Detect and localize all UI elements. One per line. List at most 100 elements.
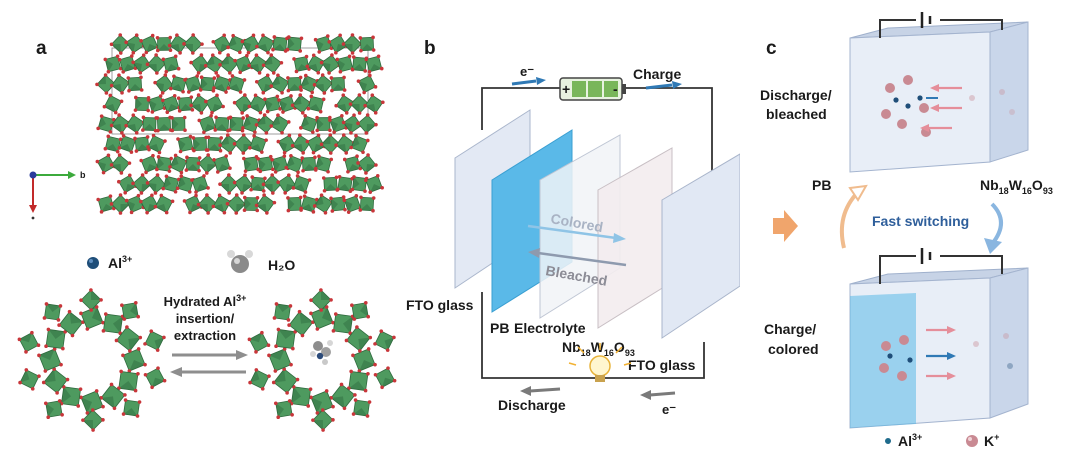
oxygen-atom (153, 191, 158, 195)
octahedron-facet (251, 184, 264, 191)
oxygen-atom (210, 53, 215, 57)
oxygen-atom (119, 369, 123, 374)
oxygen-atom (309, 298, 313, 302)
oxygen-atom (280, 90, 284, 95)
octahedron-facet (249, 64, 260, 73)
oxygen-atom (276, 73, 280, 78)
oxygen-atom (260, 150, 264, 154)
oxygen-atom (241, 133, 246, 137)
oxygen-atom (359, 48, 363, 53)
oxygen-atom (108, 93, 113, 98)
oxygen-atom (169, 156, 173, 161)
oxygen-atom (350, 187, 355, 192)
oxygen-atom (60, 412, 64, 417)
ring-octahedron-facet (358, 337, 371, 351)
octahedron-facet (337, 59, 345, 72)
oxygen-atom (349, 145, 354, 150)
oxygen-atom (156, 366, 160, 370)
oxygen-atom (286, 76, 290, 80)
octahedron-facet (331, 84, 345, 91)
oxygen-atom (118, 33, 123, 37)
octahedron-facet (286, 155, 295, 168)
oxygen-atom (295, 174, 300, 178)
oxygen-atom (136, 347, 141, 351)
oxygen-atom (284, 165, 289, 170)
discharge-arrow (520, 386, 561, 396)
oxygen-atom (232, 100, 237, 105)
oxygen-atom (392, 378, 397, 383)
ring-octahedron-outer-facet (45, 403, 54, 418)
oxygen-atom (242, 195, 247, 200)
oxygen-atom (254, 350, 258, 354)
oxygen-atom (319, 288, 323, 292)
ring-octahedron-facet (80, 397, 92, 414)
oxygen-atom (349, 131, 353, 135)
oxygen-atom (129, 150, 134, 154)
oxygen-atom (350, 303, 354, 308)
legend-al-sup: 3+ (122, 254, 132, 264)
oxygen-atom (181, 89, 185, 94)
oxygen-atom (134, 131, 139, 135)
oxygen-atom (357, 369, 362, 373)
oxygen-atom (109, 123, 114, 128)
oxygen-atom (128, 349, 132, 353)
oxygen-atom (55, 391, 59, 395)
oxygen-atom (160, 91, 165, 95)
oxygen-atom (276, 139, 281, 144)
octahedron-facet (347, 164, 361, 172)
oxygen-atom (334, 50, 338, 55)
octahedron-facet (352, 64, 366, 71)
oxygen-atom (276, 113, 280, 118)
oxygen-atom (216, 170, 220, 174)
oxygen-atom (155, 48, 160, 53)
oxygen-atom (192, 148, 196, 153)
octahedron-facet (351, 135, 360, 148)
oxygen-atom (331, 329, 336, 333)
oxygen-atom (271, 380, 276, 385)
oxygen-atom (356, 161, 360, 165)
oxygen-atom (348, 102, 353, 106)
orange-arrow-icon (773, 210, 798, 242)
oxygen-atom (119, 99, 124, 104)
battery-icon: + - (559, 77, 626, 101)
oxygen-atom (137, 400, 142, 404)
oxygen-atom (254, 53, 259, 57)
octahedron-facet (256, 115, 266, 125)
oxygen-atom (342, 157, 347, 162)
oxygen-atom (365, 113, 370, 117)
legend-water: H₂O (227, 250, 295, 273)
oxygen-atom (371, 48, 376, 52)
oxygen-atom (91, 428, 95, 432)
oxygen-atom (273, 401, 278, 406)
oxygen-atom (163, 139, 167, 143)
oxygen-atom (101, 320, 105, 325)
oxygen-atom (139, 191, 144, 195)
octahedron-facet (97, 75, 106, 85)
oxygen-atom (99, 210, 104, 214)
oxygen-atom (346, 210, 351, 214)
oxygen-atom (178, 149, 183, 154)
oxygen-atom (109, 42, 114, 47)
ring-octahedron-outer-facet (250, 369, 260, 383)
oxygen-atom (95, 82, 99, 87)
oxygen-atom (65, 377, 70, 382)
octahedron-facet (271, 115, 280, 127)
ring-octahedron-facet (43, 369, 56, 383)
oxygen-atom (167, 43, 172, 48)
octahedron-facet (136, 144, 150, 152)
oxygen-atom (203, 63, 208, 68)
oxygen-atom (123, 393, 127, 397)
oxygen-atom (121, 70, 126, 74)
oxygen-atom (386, 366, 390, 370)
octahedron-facet (321, 62, 331, 73)
oxygen-atom (242, 156, 246, 161)
oxygen-atom (242, 78, 247, 82)
oxygen-atom (138, 71, 143, 75)
oxygen-atom (250, 175, 255, 179)
oxygen-atom (324, 389, 329, 393)
octahedron-facet (258, 158, 266, 172)
oxygen-atom (202, 174, 206, 178)
ring-octahedron-facet (343, 316, 353, 334)
ring-octahedron-facet (101, 396, 115, 409)
oxygen-atom (188, 210, 192, 215)
